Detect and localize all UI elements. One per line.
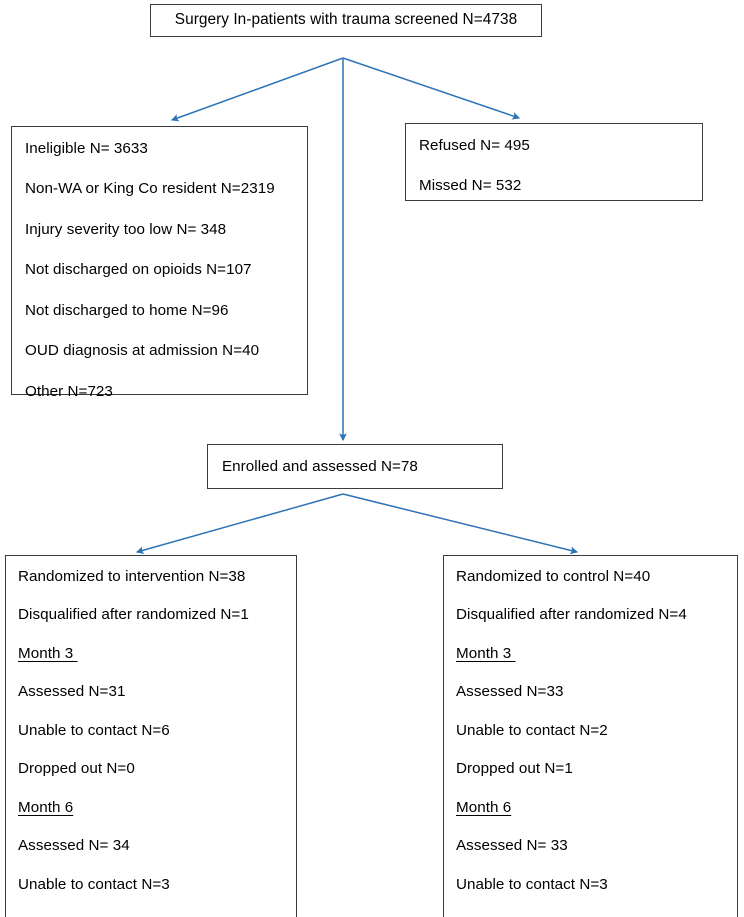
box-text-line: Unable to contact N=3 xyxy=(18,875,170,893)
box-text-line: Month 6 xyxy=(456,798,512,816)
box-text-line: Unable to contact N=3 xyxy=(456,875,608,893)
box-text-line: Unable to contact N=6 xyxy=(18,721,170,739)
box-text-line: Unable to contact N=2 xyxy=(456,721,608,739)
box-text-line: Other N=723 xyxy=(25,382,113,400)
box-text-line: Refused N= 495 xyxy=(419,137,530,154)
screened-box-content: Surgery In-patients with trauma screened… xyxy=(151,5,541,36)
box-text-line: Disqualified after randomized N=4 xyxy=(456,606,687,624)
arrow-enrolled-to-control xyxy=(342,493,579,555)
box-text-line: Surgery In-patients with trauma screened… xyxy=(174,11,518,29)
box-text-line: Injury severity too low N= 348 xyxy=(25,220,227,238)
box-text-line: Assessed N=31 xyxy=(18,683,126,701)
arrow-screened-to-refused xyxy=(342,57,521,120)
arrow-screened-to-ineligible xyxy=(170,57,344,122)
box-text-line: Not discharged to home N=96 xyxy=(25,301,229,319)
box-text-line: Assessed N= 33 xyxy=(456,837,568,855)
box-text-line: Assessed N= 34 xyxy=(18,837,130,855)
box-text-line: Dropped out N=0 xyxy=(18,760,135,778)
box-text-line: Assessed N=33 xyxy=(456,683,564,701)
screened-box: Surgery In-patients with trauma screened… xyxy=(150,4,542,37)
box-text-line: Month 3 xyxy=(18,644,78,662)
box-text-line: Not discharged on opioids N=107 xyxy=(25,261,252,279)
enrolled-box: Enrolled and assessed N=78 xyxy=(207,444,503,489)
box-text-line: Non-WA or King Co resident N=2319 xyxy=(25,180,275,198)
box-text-line: Dropped out N=1 xyxy=(456,760,573,778)
box-text-line: Ineligible N= 3633 xyxy=(25,140,148,157)
arrow-enrolled-to-intervention xyxy=(135,493,344,554)
box-text-line: Missed N= 532 xyxy=(419,177,522,195)
box-text-line: Disqualified after randomized N=1 xyxy=(18,606,249,624)
box-text-line: OUD diagnosis at admission N=40 xyxy=(25,342,260,360)
box-text-line: Month 3 xyxy=(456,644,516,662)
box-text-line: Randomized to intervention N=38 xyxy=(18,568,246,585)
box-text-line: Randomized to control N=40 xyxy=(456,568,651,585)
box-text-line: Enrolled and assessed N=78 xyxy=(222,457,418,475)
box-text-line: Month 6 xyxy=(18,798,74,816)
enrolled-box-content: Enrolled and assessed N=78 xyxy=(208,445,502,488)
